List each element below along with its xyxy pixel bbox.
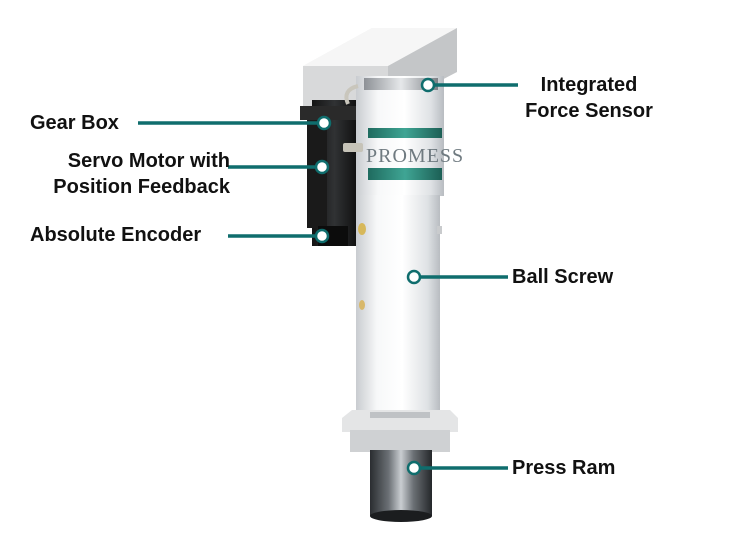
bottom-flange (342, 410, 458, 452)
label-press-ram: Press Ram (512, 455, 615, 481)
dot-force-sensor (420, 77, 436, 93)
leader-lines (138, 77, 518, 476)
press-ram (370, 450, 432, 522)
brand-text: PROMESS (366, 145, 464, 167)
dot-gear-box (316, 115, 332, 131)
gear-box-text: Gear Box (30, 112, 119, 134)
label-integrated-force-sensor: Integrated Force Sensor (514, 72, 664, 124)
ball-screw-text: Ball Screw (512, 266, 614, 288)
dot-servo-motor (314, 159, 330, 175)
servo-motor-line2: Position Feedback (53, 176, 230, 198)
force-sensor-line1: Integrated (540, 74, 638, 96)
label-absolute-encoder: Absolute Encoder (30, 222, 201, 248)
label-ball-screw: Ball Screw (512, 264, 613, 290)
label-servo-motor: Servo Motor with Position Feedback (26, 148, 230, 200)
absolute-encoder-text: Absolute Encoder (30, 224, 202, 246)
servo-motor-line1: Servo Motor with (67, 150, 230, 172)
dot-ball-screw (406, 269, 422, 285)
upper-housing: PROMESS (343, 76, 464, 196)
dot-press-ram (406, 460, 422, 476)
force-sensor-line2: Force Sensor (525, 100, 653, 122)
main-tube (356, 195, 442, 415)
label-gear-box: Gear Box (30, 110, 119, 136)
dot-absolute-encoder (314, 228, 330, 244)
press-ram-text: Press Ram (512, 457, 616, 479)
